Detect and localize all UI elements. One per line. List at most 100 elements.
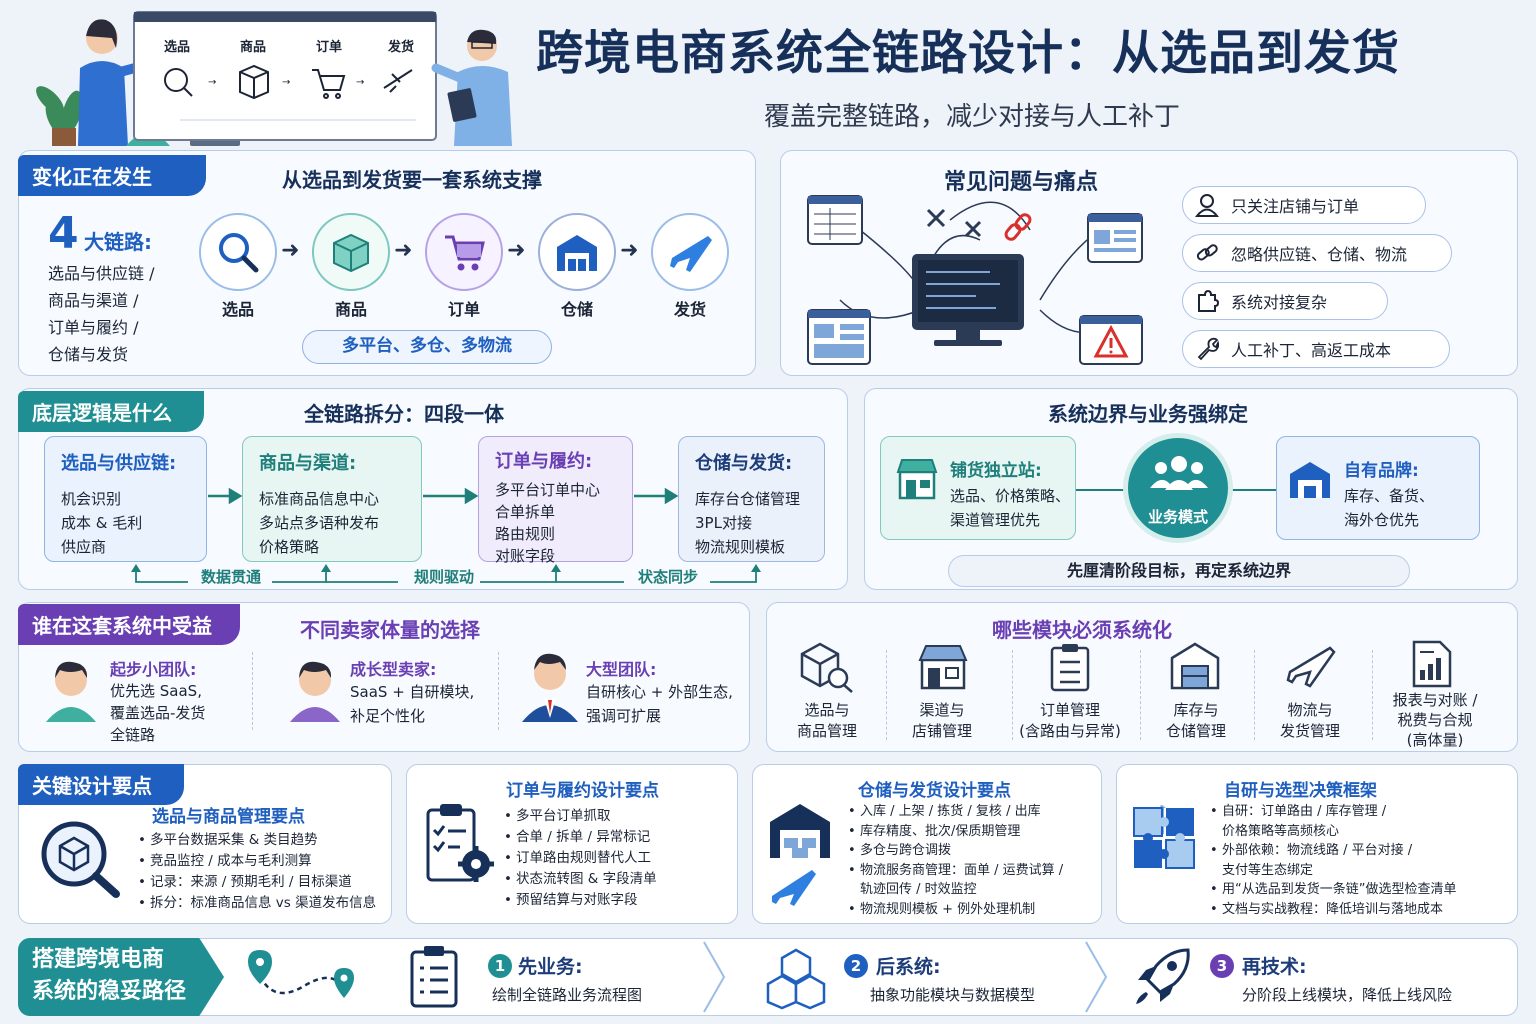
keypoint-item: 支付等生态绑定 — [1222, 862, 1314, 878]
svg-text:→: → — [356, 77, 364, 88]
change-title: 从选品到发货要一套系统支撑 — [282, 168, 542, 192]
link-icon — [1196, 244, 1218, 261]
keypoint-list: 多平台数据采集 & 类目趋势 竞品监控 / 成本与毛利测算 记录：来源 / 预期… — [138, 830, 376, 914]
box-magnifier-icon — [41, 821, 120, 898]
path-title-banner: 搭建跨境电商 系统的稳妥路径 — [18, 938, 224, 1016]
keypoint-list: 多平台订单抓取 合单 / 拆单 / 异常标记 订单路由规则替代人工 状态流转图 … — [504, 806, 657, 911]
change-tag: 变化正在发生 — [18, 155, 206, 196]
keypoint-item: 物流服务商管理：面单 / 运费试算 / — [848, 861, 1063, 881]
board-step-label: 商品 — [240, 40, 267, 55]
avatar-large-team — [522, 653, 578, 722]
tangled-systems-illustration — [807, 195, 1143, 365]
keypoint-item: 多仓与跨仓调拨 — [848, 841, 1063, 861]
arrow-icon: ➜ — [394, 238, 413, 263]
chevron-right-icon — [1085, 941, 1108, 1013]
seller-title: 大型团队: — [586, 660, 657, 679]
user-icon — [1195, 194, 1219, 217]
keypoint-item: 价格策略等高频核心 — [1222, 823, 1340, 839]
logic-tag: 底层逻辑是什么 — [18, 391, 204, 432]
chain-list: 选品与供应链 / 商品与渠道 / 订单与履约 / 仓储与发货 — [48, 260, 154, 368]
keypoint-item: 订单路由规则替代人工 — [504, 848, 657, 869]
module-label: 库存与仓储管理 — [1165, 701, 1226, 740]
plane-icon — [1286, 646, 1336, 688]
divider — [886, 650, 887, 740]
module-label: 订单管理(含路由与异常) — [1019, 701, 1121, 740]
warehouse-plane-icon — [770, 804, 830, 906]
report-icon — [1412, 640, 1452, 688]
box-search-icon — [800, 642, 853, 693]
step-title: 再技术: — [1242, 956, 1307, 978]
step-number: 1 — [488, 954, 512, 978]
logic-box-order: 订单与履约: 多平台订单中心 合单拆单 路由规则 对账字段 — [478, 436, 633, 565]
rocket-icon — [1136, 948, 1190, 1004]
boundary-right-title: 自有品牌: — [1344, 461, 1419, 481]
keypoint-title: 自研与选型决策框架 — [1224, 781, 1377, 801]
logic-box-channel: 商品与渠道: 标准商品信息中心 多站点多语种发布 价格策略 — [242, 436, 422, 562]
checklist-icon — [410, 946, 458, 1008]
box-icon — [333, 233, 369, 273]
keypoint-item: 外部依赖：物流线路 / 平台对接 / — [1210, 841, 1456, 861]
flow-label: 发货 — [673, 300, 706, 319]
pain-item: 人工补丁、高返工成本 — [1182, 330, 1450, 368]
keypoints-tag: 关键设计要点 — [18, 764, 184, 805]
keypoint-list: 自研：订单路由 / 库存管理 / 价格策略等高频核心 外部依赖：物流线路 / 平… — [1210, 802, 1456, 919]
puzzle-icon — [1133, 805, 1195, 869]
step-desc: 抽象功能模块与数据模型 — [870, 986, 1036, 1004]
sync-label: 数据贯通 — [201, 568, 262, 586]
seller-desc: 优先选 SaaS, 覆盖选品-发货 全链路 — [110, 682, 206, 744]
modules-panel — [766, 602, 1518, 752]
keypoint-item: 库存精度、批次/保质期管理 — [848, 822, 1063, 842]
flow-label: 选品 — [221, 300, 254, 319]
boundary-connector — [1076, 489, 1128, 491]
multi-platform-pill: 多平台、多仓、多物流 — [302, 330, 552, 364]
shop-icon — [896, 459, 938, 500]
flow-step-warehouse — [538, 213, 616, 291]
module-label: 渠道与店铺管理 — [911, 701, 972, 740]
arrow-icon: ➜ — [507, 238, 526, 263]
business-model-circle: 业务模式 — [1128, 438, 1228, 538]
step-number: 2 — [844, 954, 868, 978]
boundary-left-title: 铺货独立站: — [950, 461, 1042, 481]
page-subtitle: 覆盖完整链路，减少对接与人工补丁 — [764, 102, 1181, 132]
keypoint-item: 多平台数据采集 & 类目趋势 — [138, 830, 376, 851]
flow-step-product — [312, 213, 390, 291]
cart-icon — [445, 235, 485, 271]
logic-box-warehouse: 仓储与发货: 库存台仓储管理 3PL对接 物流规则模板 — [678, 436, 825, 562]
keypoint-item: 状态流转图 & 字段清单 — [504, 869, 657, 890]
keypoint-list: 入库 / 上架 / 拣货 / 复核 / 出库 库存精度、批次/保质期管理 多仓与… — [848, 802, 1063, 919]
warehouse-icon — [1170, 642, 1220, 690]
sync-label: 状态同步 — [638, 568, 699, 586]
keypoint-item: 自研：订单路由 / 库存管理 / — [1210, 802, 1456, 822]
svg-text:→: → — [208, 77, 216, 88]
boundary-footer: 先厘清阶段目标，再定系统边界 — [948, 555, 1410, 587]
step-desc: 分阶段上线模块，降低上线风险 — [1242, 986, 1453, 1004]
pain-title: 常见问题与痛点 — [944, 170, 1099, 195]
module-label: 选品与商品管理 — [796, 701, 857, 740]
chain-count: 4 — [48, 208, 79, 259]
warehouse-icon — [1290, 462, 1330, 498]
plane-icon — [670, 236, 712, 272]
page-title: 跨境电商系统全链路设计：从选品到发货 — [536, 26, 1400, 81]
logic-connectors — [131, 487, 761, 583]
keypoint-title: 选品与商品管理要点 — [152, 807, 305, 827]
path-title: 搭建跨境电商 系统的稳妥路径 — [32, 947, 187, 1004]
team-illustration: →→→ — [36, 11, 512, 146]
warehouse-icon — [557, 235, 597, 271]
seller-title: 起步小团队: — [110, 660, 197, 679]
divider — [1372, 650, 1373, 740]
sellers-title: 不同卖家体量的选择 — [300, 618, 480, 642]
keypoint-item: 预留结算与对账字段 — [504, 890, 657, 911]
pain-item: 只关注店铺与订单 — [1182, 186, 1426, 224]
keypoint-item: 多平台订单抓取 — [504, 806, 657, 827]
keypoint-item: 轨迹回传 / 时效监控 — [860, 882, 977, 897]
chain-item: 选品与供应链 / — [48, 264, 155, 283]
flow-step-order — [425, 213, 503, 291]
arrow-icon: ➜ — [281, 238, 300, 263]
boundary-title: 系统边界与业务强绑定 — [1048, 402, 1248, 426]
flow-step-ship — [651, 213, 729, 291]
keypoint-title: 订单与履约设计要点 — [506, 781, 659, 801]
step-desc: 绘制全链路业务流程图 — [492, 986, 643, 1004]
step-title: 后系统: — [876, 956, 941, 978]
wrench-icon — [1197, 337, 1219, 361]
clipboard-gear-icon — [426, 804, 494, 882]
